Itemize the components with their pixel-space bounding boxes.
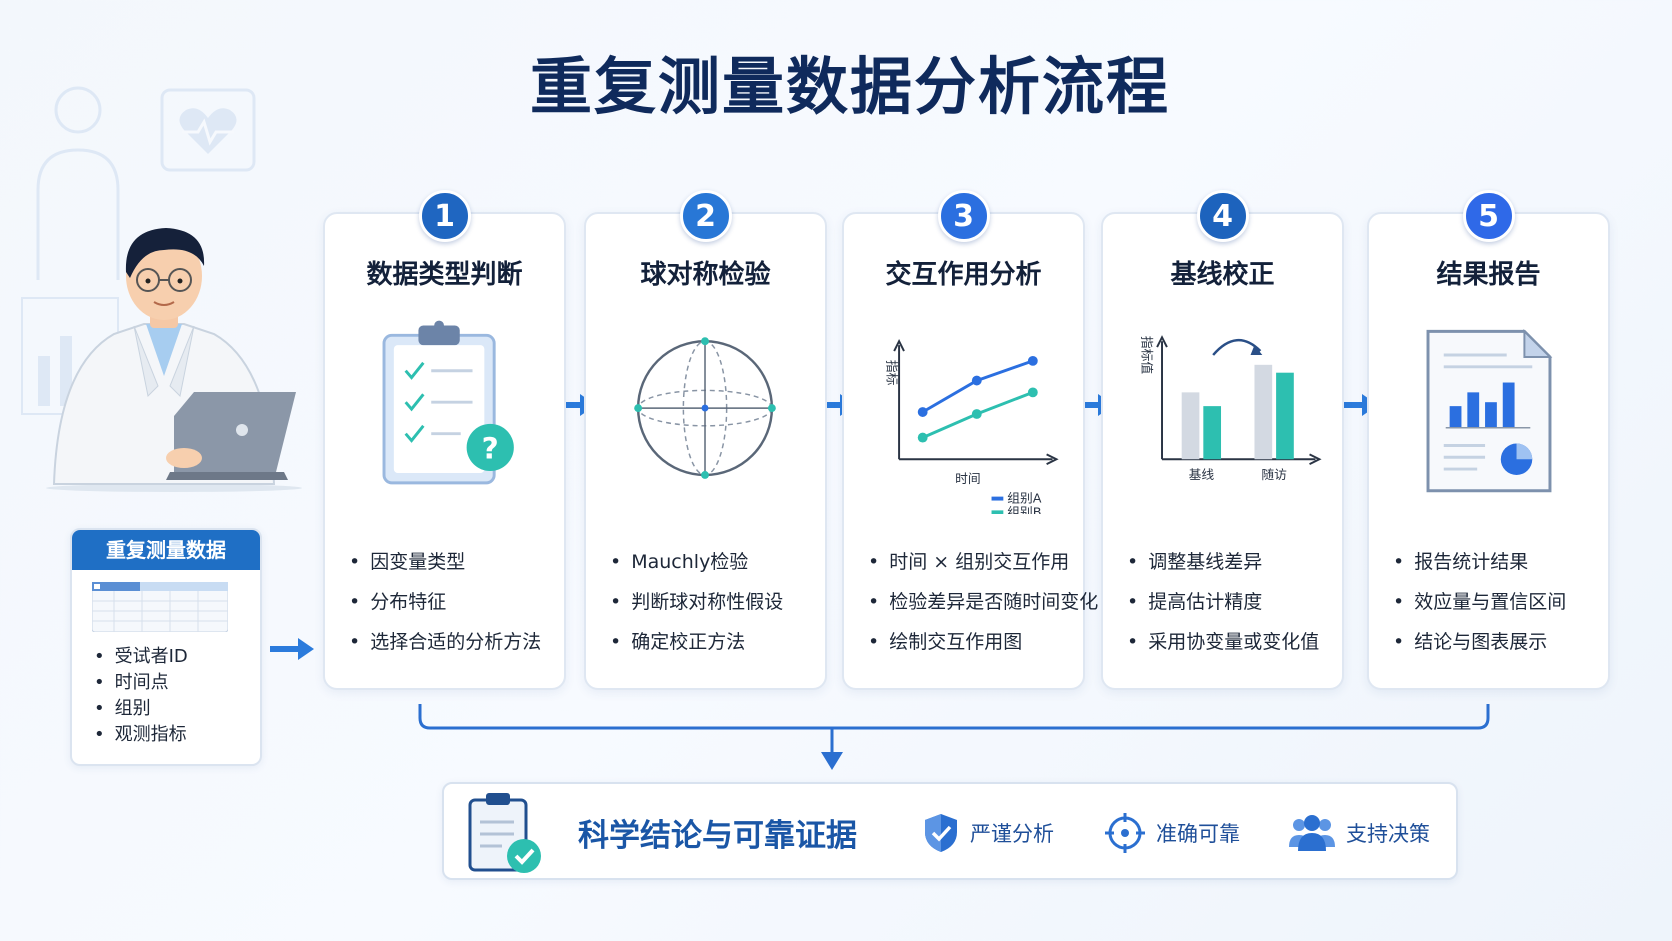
step-badge: 1 — [418, 190, 471, 242]
baseline-bar-chart-icon: 指标值 基线 随访 — [1138, 335, 1322, 483]
step-bullet: 时间 × 组别交互作用 — [868, 542, 1075, 582]
step-bullet: 提高估计精度 — [1127, 582, 1334, 622]
data-item-measure: 观测指标 — [94, 722, 188, 748]
feature-rigorous: 严谨分析 — [922, 808, 1054, 858]
sphere-icon — [634, 337, 776, 479]
feature-accurate: 准确可靠 — [1104, 808, 1240, 858]
step-bullet: 因变量类型 — [349, 542, 556, 582]
data-table-icon — [92, 582, 228, 632]
data-item-timepoint: 时间点 — [94, 670, 188, 696]
step-card-5: 5 结果报告 报告统计结果 效应量与置信区间 结论与图表展示 — [1367, 190, 1610, 690]
arrow-right-icon — [270, 638, 314, 660]
conclusion-bar: 科学结论与可靠证据 严谨分析 准确可靠 支持决策 — [442, 782, 1458, 880]
crosshair-target-icon — [1105, 813, 1145, 853]
report-document-icon — [1426, 329, 1553, 493]
feature-label: 严谨分析 — [970, 822, 1054, 846]
data-item-subject-id: 受试者ID — [94, 644, 188, 670]
step-bullet: 检验差异是否随时间变化 — [868, 582, 1098, 622]
summary-bracket — [418, 704, 1490, 770]
data-panel: 重复测量数据 受试者ID 时间点 组别 观测指标 — [70, 528, 262, 766]
conclusion-title: 科学结论与可靠证据 — [578, 818, 857, 854]
step-title: 球对称检验 — [640, 260, 771, 290]
step-card-3: 3 交互作用分析 指标 时间 组别A 组别B 时间 × 组别交互作用 检验差异是… — [842, 190, 1098, 690]
step-title: 基线校正 — [1170, 260, 1275, 290]
step-bullet: Mauchly检验 — [610, 542, 817, 582]
svg-text:?: ? — [482, 431, 499, 465]
team-people-icon — [1289, 815, 1335, 851]
step-bullet: 判断球对称性假设 — [610, 582, 817, 622]
step-bullet: 效应量与置信区间 — [1393, 582, 1600, 622]
step-badge: 3 — [937, 190, 990, 242]
step-bullet: 采用协变量或变化值 — [1127, 622, 1334, 662]
data-item-group: 组别 — [94, 696, 188, 722]
page-title: 重复测量数据分析流程 — [529, 50, 1170, 123]
data-panel-title: 重复测量数据 — [72, 530, 260, 570]
step-bullet: 分布特征 — [349, 582, 556, 622]
step-badge: 4 — [1196, 190, 1249, 242]
legend-group-a: 组别A — [1007, 492, 1042, 507]
y-axis-label-char: 指标 — [883, 360, 898, 386]
x-axis-label-followup: 随访 — [1261, 468, 1287, 483]
step-title: 交互作用分析 — [885, 260, 1042, 290]
step-title: 数据类型判断 — [366, 260, 523, 290]
x-axis-label: 时间 — [955, 472, 981, 487]
y-axis-label: 指标值 — [1138, 336, 1154, 375]
step-card-1: 1 数据类型判断 ? 因变量类型 分布特征 选择合适的分析方法 — [323, 190, 566, 690]
background-body-outline-icon — [36, 86, 120, 280]
step-bullet: 结论与图表展示 — [1393, 622, 1600, 662]
step-card-2: 2 球对称检验 Mauchly检验 判断球对称性假设 确定校正方法 — [584, 190, 827, 690]
legend-group-b: 组别B — [1007, 505, 1041, 514]
step-bullet: 确定校正方法 — [610, 622, 817, 662]
feature-decision: 支持决策 — [1288, 808, 1430, 858]
step-badge: 2 — [679, 190, 732, 242]
shield-check-icon — [925, 814, 957, 852]
step-bullet: 选择合适的分析方法 — [349, 622, 556, 662]
clipboard-check-icon — [468, 793, 541, 873]
step-badge: 5 — [1462, 190, 1515, 242]
step-bullet: 绘制交互作用图 — [868, 622, 1075, 662]
interaction-line-chart-icon: 指标 时间 组别A 组别B — [883, 339, 1059, 514]
feature-label: 支持决策 — [1346, 822, 1430, 846]
clipboard-question-icon: ? — [382, 320, 514, 485]
step-card-4: 4 基线校正 指标值 基线 随访 调整基线差异 提高估计精度 采用协变量或变化值 — [1101, 190, 1344, 690]
step-title: 结果报告 — [1436, 260, 1541, 290]
step-bullet: 报告统计结果 — [1393, 542, 1600, 582]
background-heart-monitor-icon — [160, 88, 256, 172]
step-bullet: 调整基线差异 — [1127, 542, 1334, 582]
x-axis-label-baseline: 基线 — [1189, 468, 1215, 483]
researcher-illustration — [46, 228, 302, 492]
feature-label: 准确可靠 — [1156, 822, 1240, 846]
